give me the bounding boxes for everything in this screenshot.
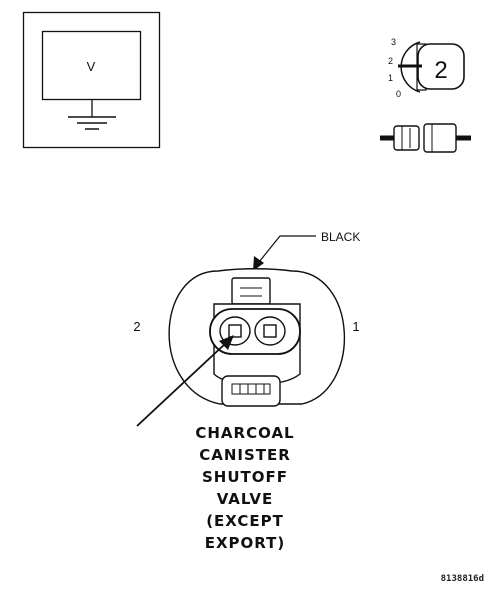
meter-outer-frame <box>22 11 161 149</box>
figure-id: 8138816d <box>440 574 484 584</box>
component-caption: CHARCOAL CANISTER SHUTOFF VALVE (EXCEPT … <box>150 422 340 554</box>
terminal-pin-2 <box>228 324 242 338</box>
connector-lock-tab <box>231 277 271 305</box>
color-label-leader <box>258 235 316 263</box>
connector-legend-icon <box>380 123 471 153</box>
probe-legend-icon: 3 2 1 0 2 <box>388 37 465 99</box>
caption-line-6: EXPORT) <box>204 534 286 552</box>
probe-tick-3: 3 <box>391 37 396 47</box>
pin-number-left: 2 <box>133 319 140 334</box>
caption-line-5: (EXCEPT <box>206 512 284 530</box>
probe-tip-number: 2 <box>434 57 447 84</box>
terminal-pin-1 <box>263 324 277 338</box>
probe-tick-2: 2 <box>388 56 393 66</box>
caption-line-3: SHUTOFF <box>201 468 288 486</box>
connector-color-label: BLACK <box>321 230 360 244</box>
connector-face-view <box>168 268 345 407</box>
connector-female-half <box>423 123 457 153</box>
probe-tick-0: 0 <box>396 89 401 99</box>
connector-latch-ridges <box>231 383 271 395</box>
connector-male-half <box>393 125 420 151</box>
probe-tick-1: 1 <box>388 73 393 83</box>
caption-line-1: CHARCOAL <box>195 424 295 442</box>
pin-number-right: 1 <box>352 319 359 334</box>
meter-display <box>41 30 142 101</box>
color-label-arrowhead <box>253 256 264 271</box>
terminal-pointer-arrow <box>136 342 227 427</box>
meter-symbol-label: V <box>87 59 96 74</box>
voltmeter-symbol <box>22 11 161 149</box>
terminal-pointer-arrowhead <box>219 335 234 350</box>
caption-line-2: CANISTER <box>199 446 291 464</box>
caption-line-4: VALVE <box>216 490 274 508</box>
